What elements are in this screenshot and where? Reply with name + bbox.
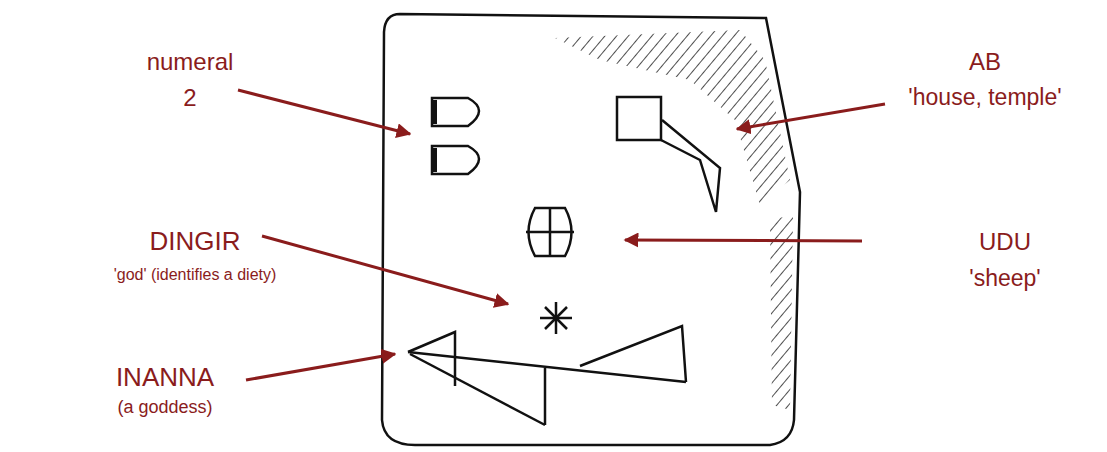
sign-name: DINGIR: [150, 222, 241, 261]
hatching: [555, 30, 790, 205]
sign-name: AB: [969, 44, 1001, 80]
sign-gloss: (a goddess): [117, 394, 212, 421]
inanna-sign: [408, 326, 686, 425]
sign-gloss: 'sheep': [969, 261, 1040, 296]
hatching: [770, 215, 793, 410]
leader-arrow: [262, 236, 508, 304]
numeral-sign: [432, 98, 479, 174]
sign-name: UDU: [979, 224, 1031, 260]
leader-arrow: [238, 90, 410, 134]
sign-gloss: 'house, temple': [908, 80, 1061, 115]
sign-name: INANNA: [116, 358, 214, 397]
leader-arrow: [737, 104, 885, 129]
ab-sign: [617, 97, 720, 212]
tablet-outline: [382, 14, 800, 445]
sign-gloss: 'god' (identifies a diety): [114, 263, 277, 287]
leader-arrow: [246, 354, 395, 380]
leader-arrow: [625, 240, 862, 241]
dingir-sign: [540, 302, 572, 334]
leader-arrows: [238, 90, 885, 380]
udu-sign: [526, 208, 574, 256]
numeral-label: numeral 2: [140, 44, 240, 116]
